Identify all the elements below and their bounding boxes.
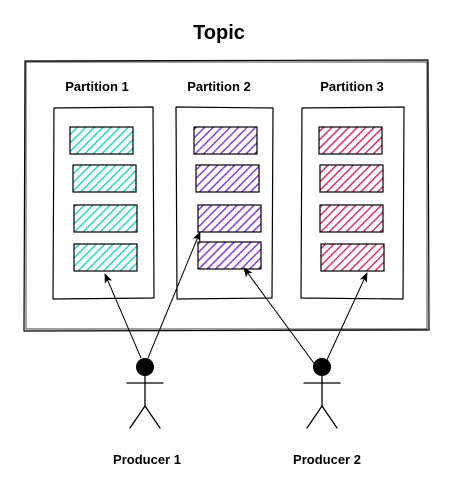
partition-2-records — [193, 126, 262, 270]
arrow-producer1-to-partition2 — [147, 231, 201, 359]
record-block — [319, 164, 384, 193]
partition-1-box — [52, 106, 155, 300]
record-block — [69, 126, 134, 155]
arrow-producer2-to-partition2 — [243, 267, 317, 367]
record-block — [193, 126, 258, 155]
topic-box — [23, 59, 430, 332]
record-block — [73, 204, 138, 233]
record-block — [318, 126, 383, 155]
arrow-producer1-to-partition1 — [104, 273, 142, 359]
partition-2-label: Partition 2 — [187, 79, 251, 94]
partition-1-records — [69, 126, 138, 272]
partition-2-box — [175, 106, 274, 300]
producer-1-icon — [126, 358, 164, 429]
partition-3-records — [318, 126, 385, 272]
arrow-producer2-to-partition3 — [325, 272, 368, 363]
producer-1-label: Producer 1 — [113, 452, 181, 467]
record-block — [73, 243, 138, 272]
partition-3-label: Partition 3 — [320, 79, 384, 94]
record-block — [197, 241, 262, 270]
record-block — [320, 243, 385, 272]
record-block — [197, 204, 262, 233]
record-block — [72, 164, 137, 193]
producer-2-icon — [303, 358, 341, 429]
partition-1-label: Partition 1 — [65, 79, 129, 94]
topic-title: Topic — [193, 22, 245, 44]
record-block — [195, 164, 260, 193]
record-block — [319, 204, 384, 233]
partition-3-box — [300, 106, 405, 300]
producer-2-label: Producer 2 — [293, 452, 361, 467]
